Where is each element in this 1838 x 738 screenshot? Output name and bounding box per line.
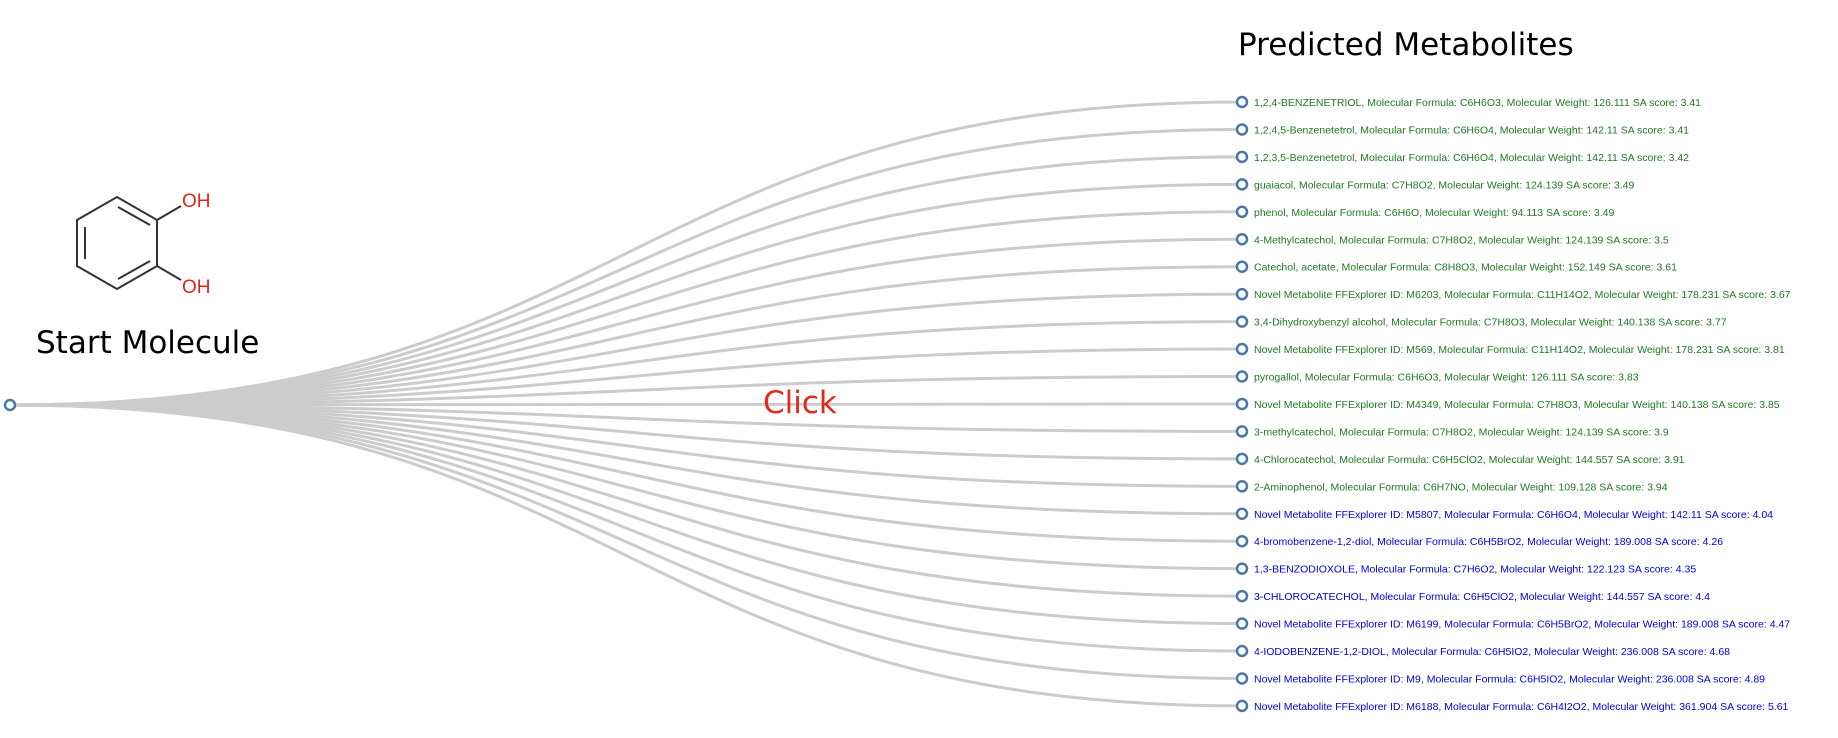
tree-link <box>9 403 1243 598</box>
root-node[interactable] <box>3 398 17 412</box>
metabolite-node[interactable] <box>1235 562 1249 575</box>
tree-link <box>9 292 1243 407</box>
metabolite-node[interactable] <box>1235 123 1249 136</box>
tree-link <box>9 403 1243 571</box>
metabolite-label[interactable]: 1,2,4,5-Benzenetetrol, Molecular Formula… <box>1254 124 1689 136</box>
tree-link <box>9 265 1243 407</box>
tree-link <box>9 127 1243 407</box>
metabolite-label[interactable]: Novel Metabolite FFExplorer ID: M9, Mole… <box>1254 673 1765 685</box>
metabolite-label[interactable]: 2-Aminophenol, Molecular Formula: C6H7NO… <box>1254 481 1668 493</box>
tree-link <box>9 320 1243 407</box>
metabolite-node[interactable] <box>1235 452 1249 466</box>
metabolite-node[interactable] <box>1235 534 1249 548</box>
tree-link <box>9 403 1243 708</box>
metabolite-node[interactable] <box>1235 150 1249 164</box>
metabolite-node[interactable] <box>1235 699 1249 713</box>
tree-link <box>9 403 1243 461</box>
tree-link <box>9 155 1243 407</box>
metabolite-label[interactable]: Novel Metabolite FFExplorer ID: M6203, M… <box>1254 289 1791 301</box>
metabolite-node[interactable] <box>1235 287 1249 301</box>
tree-link <box>9 347 1243 407</box>
metabolite-node[interactable] <box>1235 315 1249 328</box>
metabolite-node[interactable] <box>1235 425 1249 438</box>
metabolite-label[interactable]: guaiacol, Molecular Formula: C7H8O2, Mol… <box>1254 179 1634 191</box>
metabolite-node[interactable] <box>1235 672 1249 685</box>
tree-link <box>9 403 1243 653</box>
metabolite-node[interactable] <box>1235 233 1249 246</box>
tree-link <box>9 210 1243 407</box>
tree-links <box>9 100 1243 708</box>
metabolite-label[interactable]: pyrogallol, Molecular Formula: C6H6O3, M… <box>1254 372 1639 384</box>
benzene-ring <box>76 195 158 291</box>
hydroxyl-bottom-label: OH <box>182 277 211 298</box>
metabolite-label[interactable]: Novel Metabolite FFExplorer ID: M5807, M… <box>1254 509 1773 521</box>
tree-link <box>9 402 1243 407</box>
metabolite-label[interactable]: 3-CHLOROCATECHOL, Molecular Formula: C6H… <box>1254 591 1710 603</box>
metabolite-node[interactable] <box>1235 617 1249 630</box>
tree-link <box>9 403 1243 543</box>
tree-link <box>9 403 1243 680</box>
metabolite-list: 1,2,4-BENZENETRIOL, Molecular Formula: C… <box>1235 95 1791 713</box>
metabolite-label[interactable]: Novel Metabolite FFExplorer ID: M569, Mo… <box>1254 344 1785 356</box>
metabolite-node[interactable] <box>1235 507 1249 520</box>
metabolite-node[interactable] <box>1235 397 1249 411</box>
metabolite-label[interactable]: Novel Metabolite FFExplorer ID: M6199, M… <box>1254 619 1790 631</box>
tree-link <box>9 403 1243 488</box>
tree-link <box>9 403 1243 626</box>
metabolite-label[interactable]: 1,2,3,5-Benzenetetrol, Molecular Formula… <box>1254 152 1689 164</box>
start-molecule-structure[interactable]: OH OH <box>76 191 211 298</box>
metabolite-label[interactable]: 4-Chlorocatechol, Molecular Formula: C6H… <box>1254 454 1685 466</box>
click-hint-label[interactable]: Click <box>763 385 837 421</box>
metabolite-label[interactable]: 1,3-BENZODIOXOLE, Molecular Formula: C7H… <box>1254 564 1696 576</box>
metabolite-node[interactable] <box>1235 178 1249 191</box>
hydroxyl-bond-top <box>156 205 182 221</box>
tree-link <box>9 237 1243 407</box>
inner-double-bond-bottom <box>117 260 151 280</box>
metabolite-node[interactable] <box>1235 260 1249 273</box>
tree-link <box>9 182 1243 407</box>
metabolite-label[interactable]: 3,4-Dihydroxybenzyl alcohol, Molecular F… <box>1254 317 1727 329</box>
metabolite-label[interactable]: phenol, Molecular Formula: C6H6O, Molecu… <box>1254 207 1614 219</box>
start-molecule-title: Start Molecule <box>36 325 259 361</box>
metabolite-label[interactable]: Novel Metabolite FFExplorer ID: M4349, M… <box>1254 399 1780 411</box>
hydroxyl-top-label: OH <box>182 191 211 212</box>
tree-link <box>9 403 1243 433</box>
metabolite-node[interactable] <box>1235 370 1249 383</box>
tree-link <box>9 403 1243 516</box>
metabolite-label[interactable]: 3-methylcatechol, Molecular Formula: C7H… <box>1254 426 1669 438</box>
metabolite-node[interactable] <box>1235 205 1249 219</box>
inner-double-bond-top <box>117 206 151 226</box>
metabolite-node[interactable] <box>1235 480 1249 493</box>
metabolite-label[interactable]: 4-Methylcatechol, Molecular Formula: C7H… <box>1254 234 1669 246</box>
metabolite-label[interactable]: 1,2,4-BENZENETRIOL, Molecular Formula: C… <box>1254 97 1701 109</box>
metabolite-label[interactable]: 4-IODOBENZENE-1,2-DIOL, Molecular Formul… <box>1254 646 1730 658</box>
predicted-metabolites-title: Predicted Metabolites <box>1238 27 1574 63</box>
metabolite-label[interactable]: Novel Metabolite FFExplorer ID: M6188, M… <box>1254 701 1789 713</box>
metabolite-label[interactable]: 4-bromobenzene-1,2-diol, Molecular Formu… <box>1254 536 1723 548</box>
metabolite-node[interactable] <box>1235 95 1249 109</box>
metabolite-node[interactable] <box>1235 589 1249 603</box>
metabolite-node[interactable] <box>1235 342 1249 356</box>
metabolite-label[interactable]: Catechol, acetate, Molecular Formula: C8… <box>1254 262 1677 274</box>
hydroxyl-bond-bottom <box>156 265 182 281</box>
metabolite-node[interactable] <box>1235 644 1249 658</box>
